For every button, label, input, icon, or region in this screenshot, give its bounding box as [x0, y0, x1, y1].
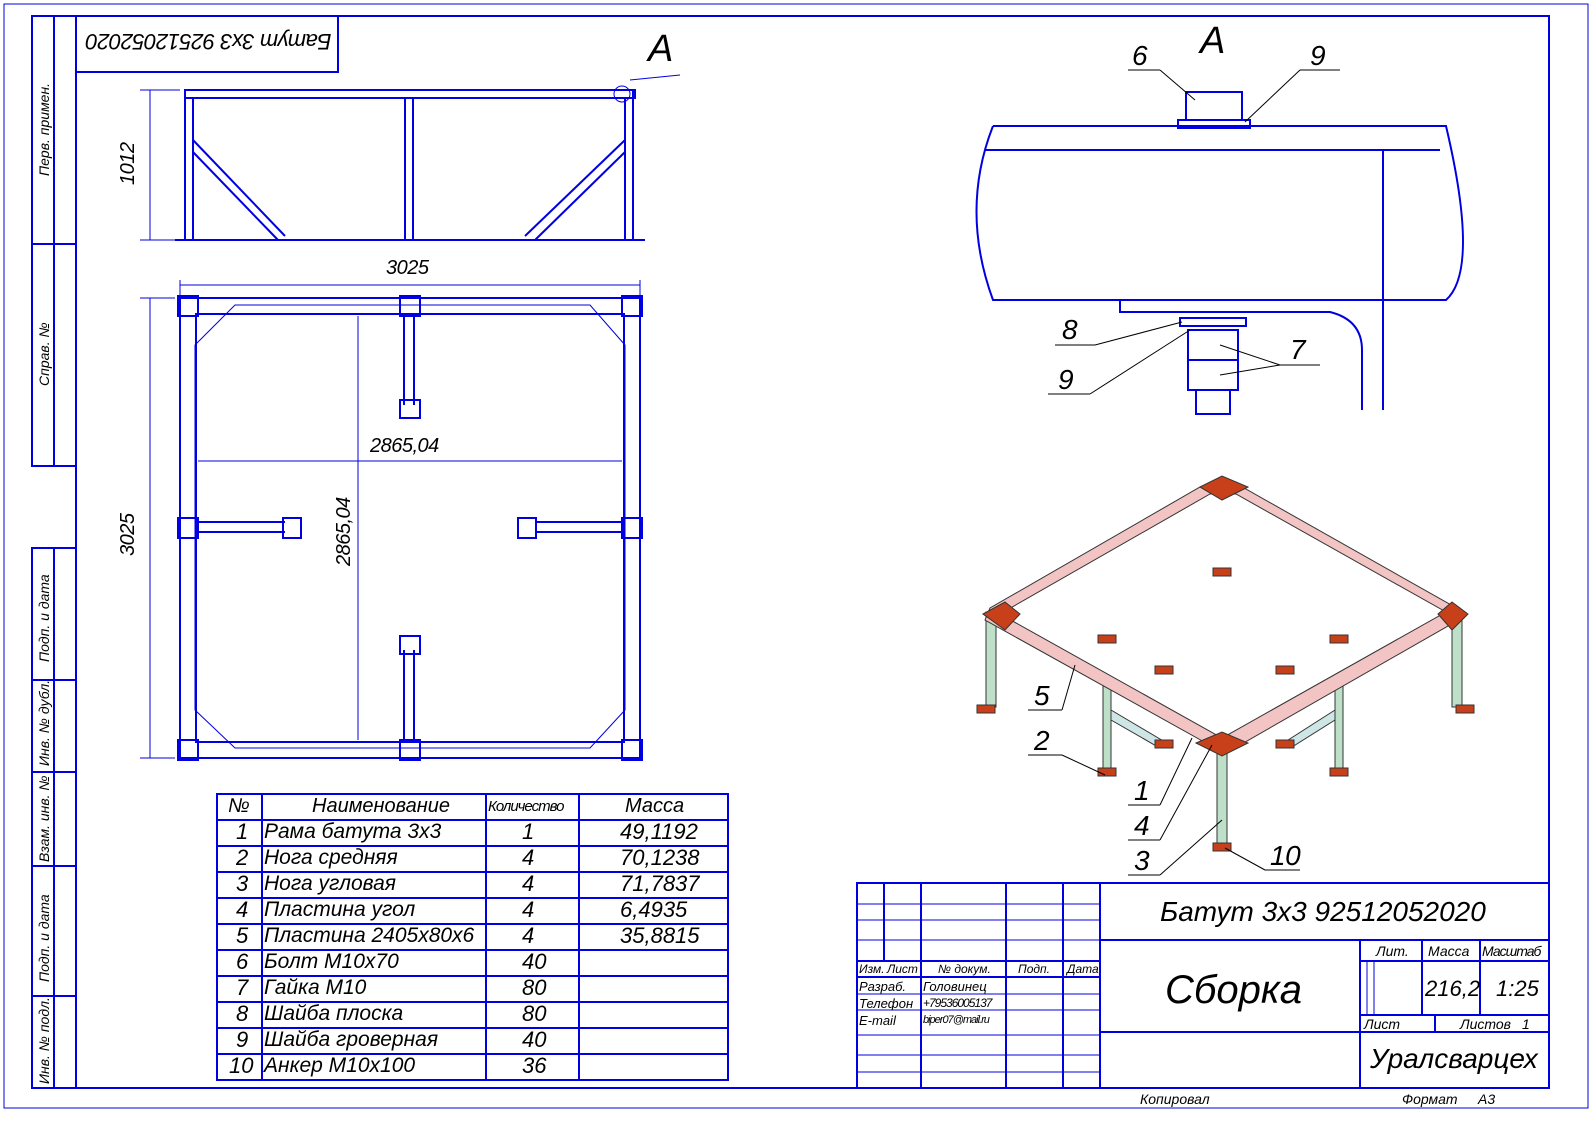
detail-a-view [975, 69, 1464, 415]
callout-3: 3 [1134, 845, 1150, 876]
hdr-doc: № докум. [938, 962, 991, 976]
designation: Батут 3х3 92512052020 [1160, 896, 1486, 927]
row-num: 5 [236, 923, 249, 948]
row-name: Шайба гроверная [264, 1028, 439, 1051]
role-phone: Телефон [859, 996, 914, 1011]
row-num: 10 [229, 1053, 254, 1078]
row-num: 9 [236, 1027, 249, 1052]
callout-9-top: 9 [1310, 40, 1326, 71]
row-num: 4 [236, 897, 249, 922]
hdr-izm: Изм. [859, 962, 885, 976]
callout-4: 4 [1134, 810, 1150, 841]
row-qty: 1 [522, 819, 535, 844]
row-mass: 35,8815 [620, 923, 700, 948]
row-num: 3 [236, 871, 249, 896]
side-label-inv-podl: Инв. № подл. [36, 997, 52, 1084]
callout-6: 6 [1132, 40, 1148, 71]
title-block-grid [856, 882, 1550, 1089]
scale-label: Масштаб [1482, 943, 1541, 959]
row-mass: 49,1192 [620, 819, 698, 844]
format-label: Формат [1402, 1091, 1458, 1107]
row-num: 1 [236, 819, 249, 844]
row-qty: 4 [522, 897, 535, 922]
row-mass: 6,4935 [620, 897, 688, 922]
parts-table-grid [216, 793, 729, 1081]
callout-10: 10 [1270, 840, 1301, 871]
value-phone: +79536005137 [923, 996, 992, 1010]
header-num: № [228, 795, 250, 817]
outer-frame [3, 3, 1589, 1109]
callout-7: 7 [1290, 334, 1306, 365]
lit-label: Лит. [1376, 943, 1409, 959]
callout-2: 2 [1034, 725, 1050, 756]
isometric-view [976, 475, 1475, 876]
copied-label: Копировал [1140, 1091, 1210, 1107]
format-value: А3 [1478, 1091, 1496, 1107]
detail-marker-label: А [648, 28, 673, 70]
plan-view [140, 280, 643, 761]
callout-8: 8 [1062, 314, 1078, 345]
detail-title-label: А [1200, 20, 1225, 62]
row-name: Нога угловая [264, 872, 397, 895]
hdr-date: Дата [1067, 962, 1099, 976]
side-label-sprav: Справ. № [36, 322, 52, 386]
row-name: Анкер М10х100 [264, 1054, 416, 1077]
row-num: 2 [236, 845, 249, 870]
row-qty: 40 [522, 949, 547, 974]
sheets-value: 1 [1522, 1016, 1530, 1032]
row-num: 8 [236, 1001, 249, 1026]
side-label-perv-primen: Перв. примен. [36, 82, 52, 176]
row-name: Пластина 2405х80х6 [264, 924, 475, 947]
mass-label: Масса [1428, 943, 1470, 959]
sheet-label: Лист [1364, 1016, 1401, 1032]
row-qty: 4 [522, 871, 535, 896]
callout-1: 1 [1134, 775, 1150, 806]
row-qty: 4 [522, 845, 535, 870]
dim-inner-horizontal: 2865,04 [370, 435, 439, 457]
callout-9-bottom: 9 [1058, 364, 1074, 395]
dim-width-top: 3025 [386, 257, 429, 279]
mass-value: 216,2 [1425, 976, 1481, 1001]
callout-5: 5 [1034, 680, 1050, 711]
header-mass: Масса [625, 795, 685, 817]
row-name: Гайка М10 [264, 976, 367, 999]
row-name: Болт М10х70 [264, 950, 399, 973]
dim-inner-vertical: 2865,04 [333, 497, 355, 566]
row-name: Пластина угол [264, 898, 416, 921]
role-razrab: Разраб. [859, 979, 907, 994]
value-email: biper07@mail.ru [923, 1014, 990, 1026]
stamp-top-text: Батут 3х3 92512052020 [86, 29, 332, 54]
row-mass: 70,1238 [620, 845, 700, 870]
row-name: Нога средняя [264, 846, 398, 869]
side-label-podp-data-2: Подп. и дата [36, 894, 52, 982]
row-num: 7 [236, 975, 249, 1000]
row-qty: 36 [522, 1053, 547, 1078]
value-razrab: Головинец [923, 979, 987, 994]
dim-height-left: 3025 [117, 513, 139, 557]
row-qty: 80 [522, 1001, 547, 1026]
row-qty: 4 [522, 923, 535, 948]
stamp-top-box [75, 15, 339, 73]
header-qty: Количество [488, 798, 564, 815]
row-name: Шайба плоска [264, 1002, 404, 1025]
organization: Уралсварцех [1370, 1043, 1538, 1074]
row-name: Рама батута 3х3 [264, 820, 442, 843]
hdr-list: Лист [887, 962, 918, 976]
header-name: Наименование [312, 795, 451, 817]
drawing-name: Сборка [1165, 968, 1303, 1012]
row-qty: 80 [522, 975, 547, 1000]
side-elevation-view [140, 74, 681, 241]
role-email: E-mail [859, 1013, 896, 1028]
scale-value: 1:25 [1496, 976, 1539, 1001]
hdr-podp: Подп. [1018, 962, 1050, 976]
row-qty: 40 [522, 1027, 547, 1052]
row-num: 6 [236, 949, 249, 974]
dim-height: 1012 [117, 142, 139, 186]
sheets-label: Листов [1460, 1016, 1511, 1032]
row-mass: 71,7837 [620, 871, 700, 896]
side-label-podp-data-1: Подп. и дата [36, 574, 52, 662]
side-label-vzam-inv: Взам. инв. № [36, 775, 52, 862]
side-label-inv-dubl: Инв. № дубл. [36, 679, 52, 766]
